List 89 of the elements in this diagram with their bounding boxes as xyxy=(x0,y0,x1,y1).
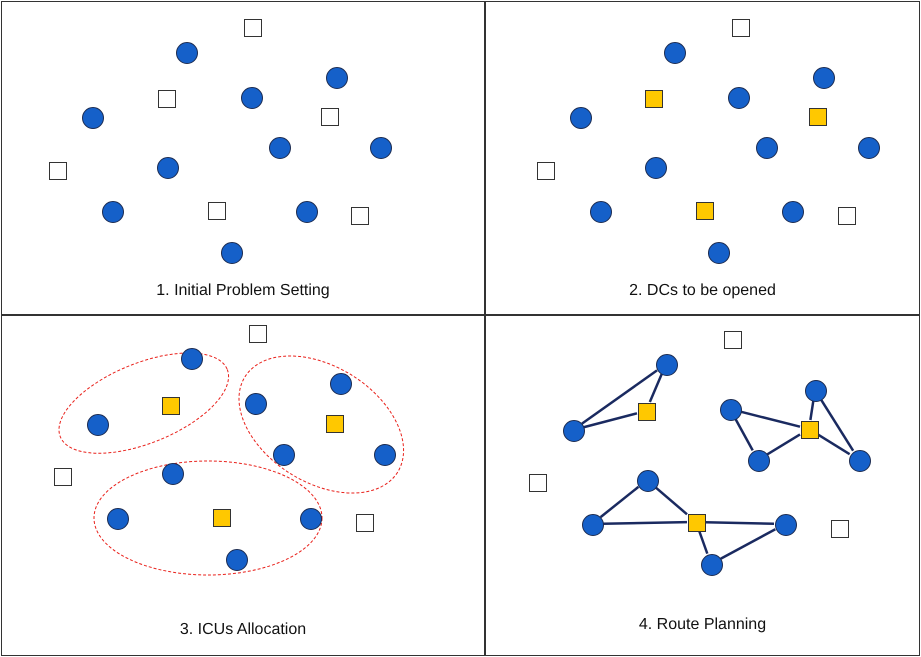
panel-caption: 3. ICUs Allocation xyxy=(180,621,306,639)
circle-marker xyxy=(300,508,322,530)
panel-caption: 2. DCs to be opened xyxy=(629,282,776,300)
circle-marker xyxy=(102,201,124,223)
circle-marker xyxy=(221,242,243,264)
square-marker xyxy=(645,90,663,108)
square-marker xyxy=(158,90,176,108)
circle-marker xyxy=(637,470,659,492)
square-marker xyxy=(537,162,555,180)
circle-marker xyxy=(590,201,612,223)
circle-marker xyxy=(86,414,109,436)
circle-marker xyxy=(272,444,295,466)
panel-caption: 1. Initial Problem Setting xyxy=(156,282,330,300)
panel xyxy=(1,315,485,656)
square-marker xyxy=(724,331,742,349)
square-marker xyxy=(809,108,827,126)
circle-marker xyxy=(813,67,835,89)
panel-caption: 4. Route Planning xyxy=(638,616,766,634)
route-line xyxy=(809,400,815,420)
circle-marker xyxy=(326,67,348,89)
circle-marker xyxy=(176,42,198,64)
route-line xyxy=(740,410,800,428)
circle-marker xyxy=(805,380,827,402)
route-line xyxy=(602,520,688,526)
circle-marker xyxy=(645,157,667,179)
square-marker xyxy=(249,325,267,343)
square-marker xyxy=(638,403,656,421)
circle-marker xyxy=(775,514,797,536)
circle-marker xyxy=(370,137,392,159)
panel xyxy=(485,1,920,315)
circle-marker xyxy=(180,348,203,370)
square-marker xyxy=(321,108,339,126)
circle-marker xyxy=(756,137,778,159)
circle-marker xyxy=(269,137,291,159)
route-line xyxy=(581,369,658,425)
circle-marker xyxy=(748,450,770,472)
square-marker xyxy=(696,202,714,220)
circle-marker xyxy=(374,444,396,466)
dashed-ellipse xyxy=(238,355,404,494)
circle-marker xyxy=(656,354,678,376)
route-line xyxy=(734,418,754,451)
circle-marker xyxy=(296,201,318,223)
circle-marker xyxy=(728,87,750,109)
square-marker xyxy=(801,421,819,439)
route-line xyxy=(820,398,854,452)
square-marker xyxy=(326,414,344,433)
route-line xyxy=(704,520,774,525)
circle-marker xyxy=(226,549,248,571)
dashed-ellipse xyxy=(93,460,323,576)
square-marker xyxy=(838,207,856,225)
circle-marker xyxy=(107,508,129,530)
circle-marker xyxy=(782,201,804,223)
square-marker xyxy=(54,468,72,486)
route-line xyxy=(766,433,801,456)
circle-marker xyxy=(582,514,604,536)
circle-marker xyxy=(330,372,352,395)
circle-marker xyxy=(570,107,592,129)
circle-marker xyxy=(701,554,723,576)
square-marker xyxy=(732,19,750,37)
panel xyxy=(485,315,920,656)
route-line xyxy=(698,530,708,554)
circle-marker xyxy=(720,399,742,421)
panel xyxy=(1,1,485,315)
square-marker xyxy=(208,202,226,220)
square-marker xyxy=(49,162,67,180)
circle-marker xyxy=(82,107,104,129)
square-marker xyxy=(351,207,369,225)
square-marker xyxy=(162,396,180,415)
square-marker xyxy=(831,520,849,538)
circle-marker xyxy=(162,463,184,485)
square-marker xyxy=(529,474,547,492)
circle-marker xyxy=(563,420,585,442)
route-line xyxy=(648,374,663,402)
circle-marker xyxy=(849,450,871,472)
circle-marker xyxy=(241,87,263,109)
square-marker xyxy=(688,514,706,532)
square-marker xyxy=(244,19,262,37)
circle-marker xyxy=(858,137,880,159)
route-line xyxy=(817,434,850,456)
route-line xyxy=(654,486,688,516)
route-line xyxy=(600,486,640,518)
circle-marker xyxy=(244,392,267,415)
circle-marker xyxy=(664,42,686,64)
circle-marker xyxy=(708,242,730,264)
square-marker xyxy=(213,509,231,527)
square-marker xyxy=(356,514,374,532)
route-line xyxy=(583,412,638,428)
route-line xyxy=(720,528,776,560)
circle-marker xyxy=(157,157,179,179)
